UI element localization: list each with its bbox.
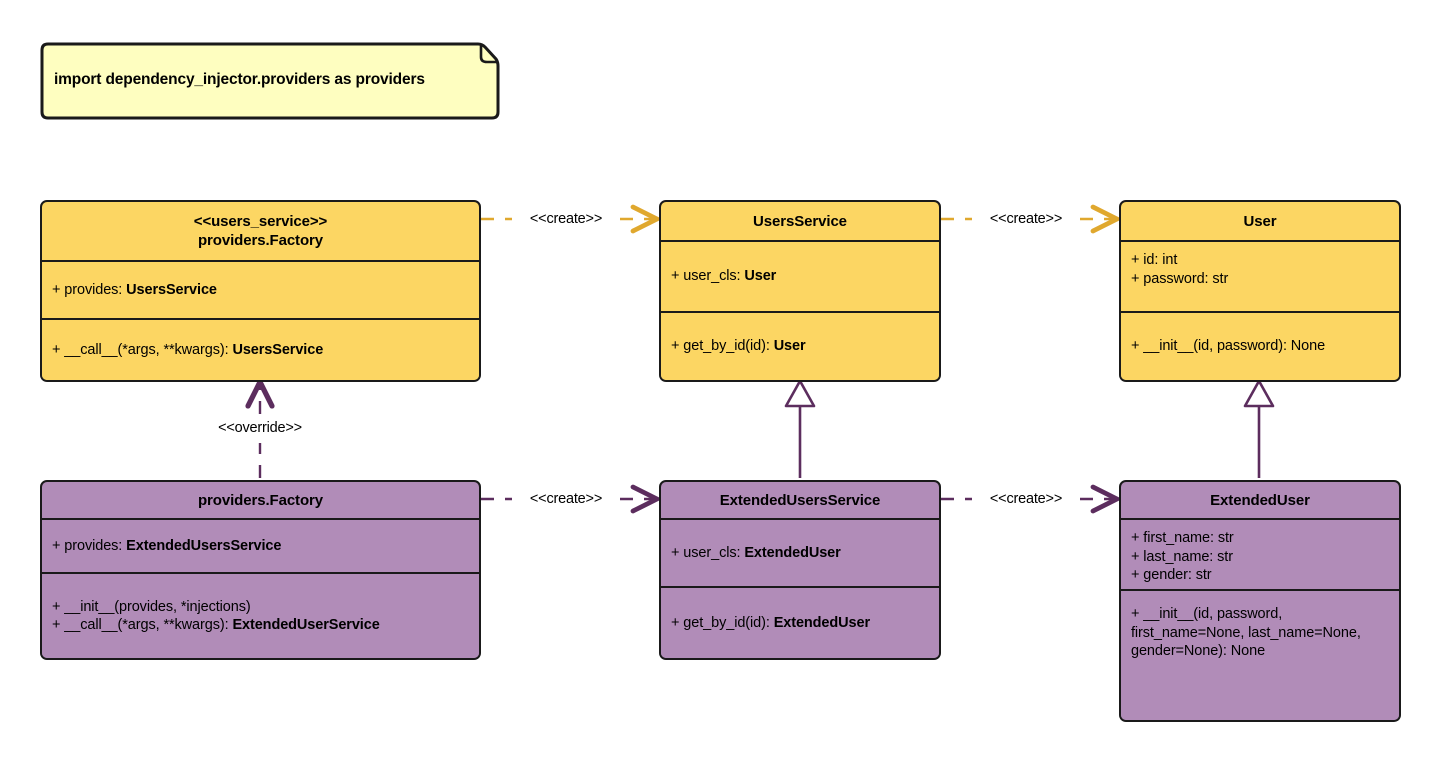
class-method: + __call__(*args, **kwargs): UsersServic…: [52, 341, 324, 358]
class-methods-compartment: + __init__(id, password, first_name=None…: [1121, 589, 1399, 720]
class-attribute: + gender: str: [1131, 567, 1212, 583]
class-attribute: + id: int: [1131, 252, 1178, 268]
class-title-compartment: ExtendedUsersService: [661, 482, 939, 518]
edge-label-create-top-right: <<create>>: [986, 211, 1066, 227]
class-methods-compartment: + __call__(*args, **kwargs): UsersServic…: [42, 318, 479, 380]
note-shape-icon: [40, 42, 500, 120]
class-attributes-compartment: + user_cls: ExtendedUser: [661, 518, 939, 586]
class-name: providers.Factory: [197, 491, 323, 509]
edge-label-create-top-left: <<create>>: [526, 211, 606, 227]
edge-label-create-bottom-left: <<create>>: [526, 491, 606, 507]
class-attribute: + last_name: str: [1131, 548, 1233, 565]
class-attribute: + user_cls: User: [671, 268, 777, 285]
class-method: + get_by_id(id): ExtendedUser: [671, 614, 870, 631]
connector-generalization-service: [784, 379, 816, 478]
class-attributes-compartment: + user_cls: User: [661, 240, 939, 311]
class-attribute: + user_cls: ExtendedUser: [671, 544, 841, 561]
class-attributes-compartment: + provides: ExtendedUsersService: [42, 518, 479, 572]
class-box-extended-users-service[interactable]: ExtendedUsersService + user_cls: Extende…: [659, 480, 941, 660]
import-note-text: import dependency_injector.providers as …: [54, 71, 425, 88]
class-stereotype: <<users_service>>: [193, 213, 328, 230]
class-method: + get_by_id(id): User: [671, 338, 806, 355]
class-attributes-compartment: + id: int + password: str: [1121, 240, 1399, 311]
edge-label-create-bottom-right: <<create>>: [986, 491, 1066, 507]
class-box-users-service-factory[interactable]: <<users_service>> providers.Factory + pr…: [40, 200, 481, 382]
import-note: import dependency_injector.providers as …: [40, 40, 500, 120]
class-title-compartment: UsersService: [661, 202, 939, 240]
class-name: UsersService: [753, 212, 847, 230]
class-methods-compartment: + get_by_id(id): User: [661, 311, 939, 380]
class-attribute: + provides: UsersService: [52, 281, 217, 298]
class-methods-compartment: + __init__(provides, *injections) + __ca…: [42, 572, 479, 658]
class-attribute: + first_name: str: [1131, 530, 1234, 546]
edge-label-override: <<override>>: [215, 420, 305, 436]
class-title-compartment: ExtendedUser: [1121, 482, 1399, 518]
class-box-extended-user[interactable]: ExtendedUser + first_name: str + last_na…: [1119, 480, 1401, 722]
class-box-user[interactable]: User + id: int + password: str + __init_…: [1119, 200, 1401, 382]
class-method: + __call__(*args, **kwargs): ExtendedUse…: [52, 617, 380, 633]
class-title-compartment: User: [1121, 202, 1399, 240]
class-box-users-service[interactable]: UsersService + user_cls: User + get_by_i…: [659, 200, 941, 382]
class-method: + __init__(provides, *injections): [52, 598, 251, 615]
class-attribute: + provides: ExtendedUsersService: [52, 537, 282, 554]
class-method: + __init__(id, password, first_name=None…: [1131, 606, 1361, 659]
class-methods-compartment: + __init__(id, password): None: [1121, 311, 1399, 380]
class-methods-compartment: + get_by_id(id): ExtendedUser: [661, 586, 939, 658]
class-attributes-compartment: + first_name: str + last_name: str + gen…: [1121, 518, 1399, 589]
class-attributes-compartment: + provides: UsersService: [42, 260, 479, 318]
class-method: + __init__(id, password): None: [1131, 338, 1326, 355]
connector-generalization-user: [1243, 379, 1275, 478]
class-title-compartment: providers.Factory: [42, 482, 479, 518]
class-title-compartment: <<users_service>> providers.Factory: [42, 202, 479, 260]
class-name: ExtendedUser: [1210, 491, 1310, 509]
class-box-extended-factory[interactable]: providers.Factory + provides: ExtendedUs…: [40, 480, 481, 660]
class-name: providers.Factory: [197, 232, 323, 249]
class-name: ExtendedUsersService: [719, 491, 881, 509]
class-attribute: + password: str: [1131, 270, 1229, 287]
class-name: User: [1243, 212, 1277, 230]
